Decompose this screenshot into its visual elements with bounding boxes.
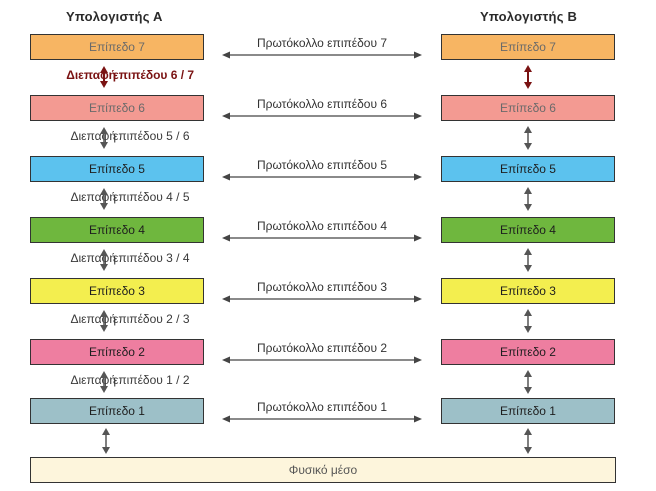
interface-1-2-word: Διεπαφή [70, 373, 116, 387]
vertical-arrow-b-4-5 [524, 187, 532, 211]
layer-4-b: Επίπεδο 4 [441, 217, 615, 243]
protocol-3-arrow [222, 295, 422, 303]
protocol-2: Πρωτόκολλο επιπέδου 2 [222, 341, 422, 371]
interface-2-3-arrow [100, 310, 108, 332]
interface-6-7-arrow [100, 66, 108, 88]
interface-5-6: Διεπαφή επιπέδου 5 / 6 [30, 127, 220, 149]
protocol-6-label: Πρωτόκολλο επιπέδου 6 [256, 97, 388, 111]
protocol-5-arrow [222, 173, 422, 181]
protocol-7: Πρωτόκολλο επιπέδου 7 [222, 36, 422, 66]
protocol-1-label: Πρωτόκολλο επιπέδου 1 [256, 400, 388, 414]
interface-3-4-label: επιπέδου 3 / 4 [113, 251, 190, 265]
vertical-arrow-a-physical [102, 428, 110, 454]
interface-4-5: Διεπαφή επιπέδου 4 / 5 [30, 188, 220, 210]
layer-3-b: Επίπεδο 3 [441, 278, 615, 304]
interface-2-3-label: επιπέδου 2 / 3 [113, 312, 190, 326]
layer-3-a: Επίπεδο 3 [30, 278, 204, 304]
protocol-1-arrow [222, 415, 422, 423]
protocol-1: Πρωτόκολλο επιπέδου 1 [222, 400, 422, 430]
interface-2-3: Διεπαφή επιπέδου 2 / 3 [30, 310, 220, 332]
vertical-arrow-b-3-4 [524, 248, 532, 272]
layer-2-b: Επίπεδο 2 [441, 339, 615, 365]
protocol-2-label: Πρωτόκολλο επιπέδου 2 [256, 341, 388, 355]
interface-6-7-label: επιπέδου 6 / 7 [113, 68, 195, 82]
layer-1-b: Επίπεδο 1 [441, 398, 615, 424]
protocol-4: Πρωτόκολλο επιπέδου 4 [222, 219, 422, 249]
interface-4-5-label: επιπέδου 4 / 5 [113, 190, 190, 204]
protocol-5-label: Πρωτόκολλο επιπέδου 5 [256, 158, 388, 172]
interface-1-2-label: επιπέδου 1 / 2 [113, 373, 190, 387]
layer-5-a: Επίπεδο 5 [30, 156, 204, 182]
interface-3-4-word: Διεπαφή [70, 251, 116, 265]
interface-2-3-word: Διεπαφή [70, 312, 116, 326]
protocol-3: Πρωτόκολλο επιπέδου 3 [222, 280, 422, 310]
protocol-7-arrow [222, 51, 422, 59]
interface-4-5-word: Διεπαφή [70, 190, 116, 204]
layer-4-a: Επίπεδο 4 [30, 217, 204, 243]
interface-3-4-arrow [100, 249, 108, 271]
protocol-3-label: Πρωτόκολλο επιπέδου 3 [256, 280, 388, 294]
vertical-arrow-b-physical [524, 428, 532, 454]
protocol-6: Πρωτόκολλο επιπέδου 6 [222, 97, 422, 127]
interface-5-6-label: επιπέδου 5 / 6 [113, 129, 190, 143]
interface-5-6-word: Διεπαφή [70, 129, 116, 143]
interface-3-4: Διεπαφή επιπέδου 3 / 4 [30, 249, 220, 271]
protocol-4-arrow [222, 234, 422, 242]
layer-6-b: Επίπεδο 6 [441, 95, 615, 121]
vertical-arrow-b-1-2 [524, 370, 532, 394]
layer-5-b: Επίπεδο 5 [441, 156, 615, 182]
protocol-4-label: Πρωτόκολλο επιπέδου 4 [256, 219, 388, 233]
computer-a-title: Υπολογιστής Α [66, 9, 163, 24]
vertical-arrow-b-5-6 [524, 126, 532, 150]
physical-medium: Φυσικό μέσο [30, 457, 616, 483]
layer-7-b: Επίπεδο 7 [441, 34, 615, 60]
protocol-5: Πρωτόκολλο επιπέδου 5 [222, 158, 422, 188]
interface-6-7: Διεπαφή επιπέδου 6 / 7 [30, 66, 220, 88]
protocol-7-label: Πρωτόκολλο επιπέδου 7 [256, 36, 388, 50]
layer-7-a: Επίπεδο 7 [30, 34, 204, 60]
interface-4-5-arrow [100, 188, 108, 210]
layer-1-a: Επίπεδο 1 [30, 398, 204, 424]
interface-1-2-arrow [100, 371, 108, 393]
vertical-arrow-b-2-3 [524, 309, 532, 333]
layer-2-a: Επίπεδο 2 [30, 339, 204, 365]
interface-5-6-arrow [100, 127, 108, 149]
vertical-arrow-b-6-7 [524, 65, 532, 89]
protocol-6-arrow [222, 112, 422, 120]
protocol-2-arrow [222, 356, 422, 364]
computer-b-title: Υπολογιστής Β [480, 9, 578, 24]
interface-1-2: Διεπαφή επιπέδου 1 / 2 [30, 371, 220, 393]
layer-6-a: Επίπεδο 6 [30, 95, 204, 121]
